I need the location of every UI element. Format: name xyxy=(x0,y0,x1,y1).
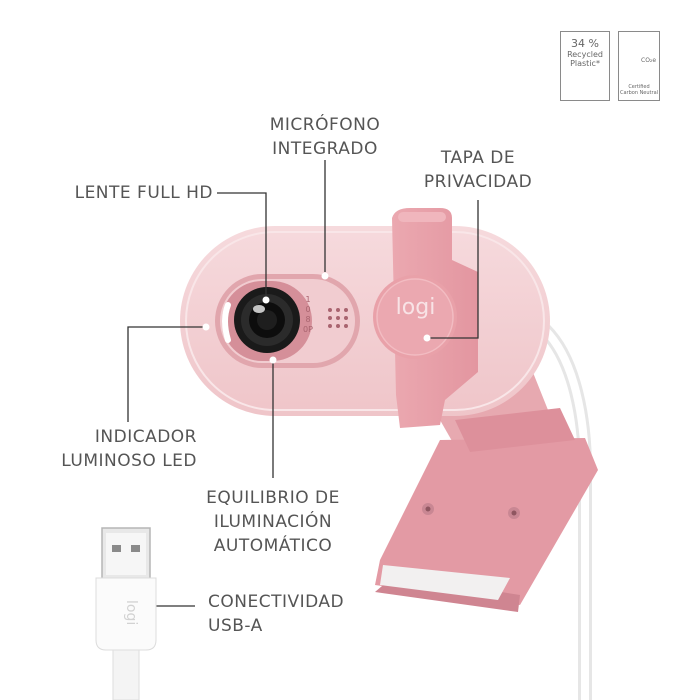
microphone-grille-icon xyxy=(328,308,348,328)
label-microphone: MICRÓFONO INTEGRADO xyxy=(269,115,381,159)
label-privacy: TAPA DE PRIVACIDAD xyxy=(423,148,533,192)
carbon-neutral-text: Carbon Neutral xyxy=(619,90,659,96)
callout-line-lens xyxy=(217,192,267,300)
led-indicator-icon xyxy=(222,302,231,343)
certified-text: Certified xyxy=(628,84,650,90)
recycled-percent: 34 % xyxy=(571,37,599,50)
usb-a-connector xyxy=(95,527,157,700)
usb-brand-logo: logi xyxy=(123,600,139,626)
callout-line-privacy xyxy=(427,200,479,339)
brand-logo: logi xyxy=(395,295,436,320)
recycled-line2: Plastic* xyxy=(570,59,600,68)
label-led: INDICADOR LUMINOSO LED xyxy=(61,427,197,471)
lens-icon xyxy=(234,287,300,353)
callout-line-led xyxy=(127,326,206,422)
resolution-text: 1080P xyxy=(303,295,313,334)
co2e-text: CO₂e xyxy=(641,57,657,64)
label-lens: LENTE FULL HD xyxy=(74,183,213,203)
privacy-shutter xyxy=(373,208,478,428)
recycled-line1: Recycled xyxy=(567,50,603,59)
recycled-plastic-badge: 34 % Recycled Plastic* xyxy=(560,31,610,101)
label-usb: CONECTIVIDAD USB-A xyxy=(208,592,345,636)
carbon-neutral-badge: CO₂e Certified Carbon Neutral xyxy=(618,31,660,101)
label-auto-light: EQUILIBRIO DE ILUMINACIÓN AUTOMÁTICO xyxy=(206,488,340,556)
